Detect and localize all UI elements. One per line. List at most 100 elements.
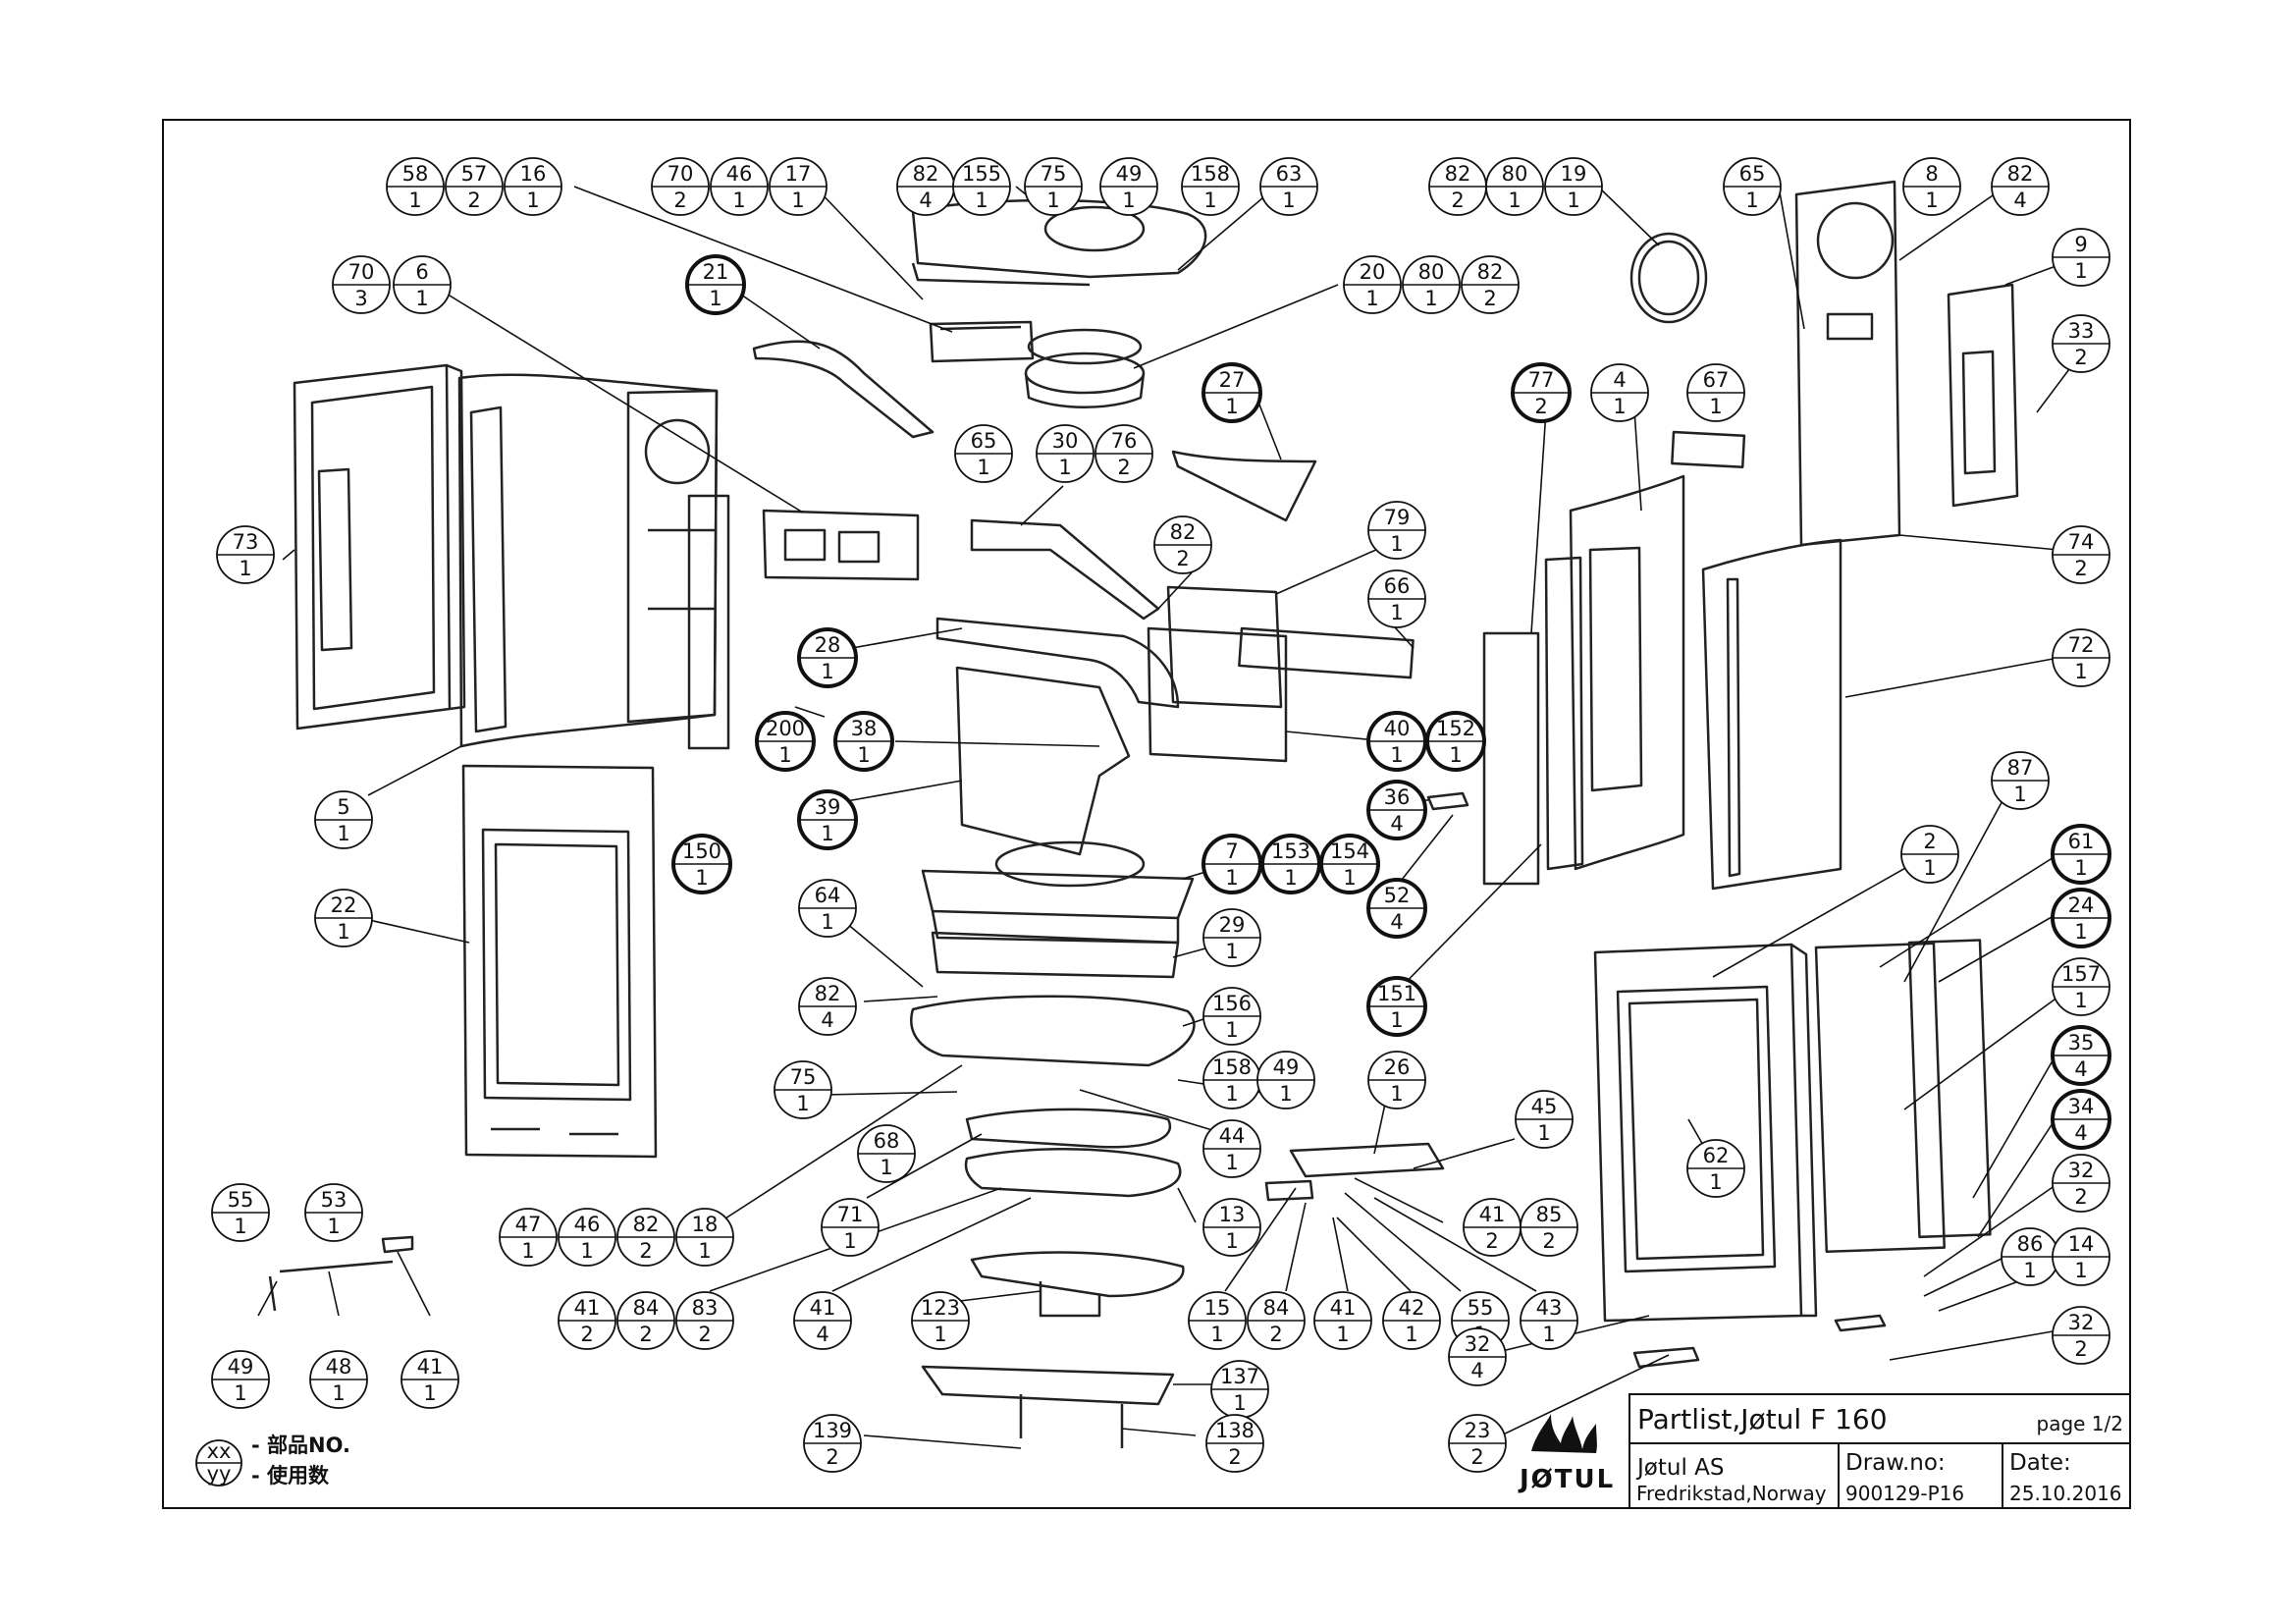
balloon-quantity: 2 <box>639 1239 652 1263</box>
part-plate-27 <box>1171 450 1317 522</box>
balloon-quantity: 1 <box>2074 920 2087 944</box>
part-balloon-41: 414 <box>793 1291 852 1350</box>
balloon-quantity: 1 <box>337 822 349 845</box>
balloon-quantity: 1 <box>1284 866 1297 890</box>
balloon-part-number: 71 <box>837 1203 864 1226</box>
legend-bottom-symbol: yy <box>207 1462 232 1486</box>
balloon-quantity: 1 <box>821 910 833 934</box>
date-label: Date: <box>2009 1450 2071 1476</box>
balloon-quantity: 1 <box>1225 395 1238 418</box>
balloon-part-number: 13 <box>1219 1203 1246 1226</box>
part-balloon-76: 762 <box>1095 424 1153 483</box>
date-value: 25.10.2016 <box>2009 1482 2122 1505</box>
balloon-part-number: 83 <box>692 1296 719 1320</box>
balloon-part-number: 40 <box>1384 717 1411 740</box>
balloon-quantity: 1 <box>1537 1121 1550 1145</box>
balloon-quantity: 1 <box>1390 743 1403 767</box>
part-balloon-23: 232 <box>1448 1414 1507 1473</box>
balloon-part-number: 46 <box>574 1213 601 1236</box>
balloon-quantity: 1 <box>695 866 708 890</box>
balloon-part-number: 49 <box>1273 1055 1300 1079</box>
balloon-part-number: 20 <box>1360 260 1386 284</box>
part-balloon-29: 291 <box>1202 908 1261 967</box>
balloon-quantity: 2 <box>639 1323 652 1346</box>
part-balloon-20: 201 <box>1343 255 1402 314</box>
balloon-quantity: 4 <box>2074 1121 2087 1145</box>
balloon-quantity: 1 <box>1365 287 1378 310</box>
part-balloon-72: 721 <box>2052 628 2110 687</box>
balloon-quantity: 1 <box>1122 189 1135 212</box>
balloon-quantity: 2 <box>580 1323 593 1346</box>
drawing-title: Partlist,Jøtul F 160 <box>1637 1403 1888 1435</box>
balloon-quantity: 1 <box>1613 395 1626 418</box>
company-address: Fredrikstad,Norway <box>1636 1482 1827 1505</box>
balloon-quantity: 1 <box>857 743 870 767</box>
part-balloon-49: 491 <box>211 1350 270 1409</box>
balloon-part-number: 9 <box>2074 233 2087 256</box>
balloon-quantity: 1 <box>521 1239 534 1263</box>
balloon-quantity: 2 <box>1176 547 1189 570</box>
balloon-part-number: 63 <box>1276 162 1303 186</box>
part-balloon-28: 281 <box>797 627 858 688</box>
balloon-part-number: 61 <box>2068 830 2095 853</box>
part-balloon-62: 621 <box>1686 1139 1745 1198</box>
part-ash-pan <box>921 869 1195 945</box>
balloon-quantity: 1 <box>526 189 539 212</box>
balloon-part-number: 53 <box>321 1188 347 1212</box>
part-plate-137 <box>921 1365 1175 1406</box>
balloon-part-number: 82 <box>913 162 939 186</box>
part-balloon-70: 702 <box>651 157 710 216</box>
balloon-part-number: 14 <box>2068 1232 2095 1256</box>
balloon-quantity: 1 <box>1058 456 1071 479</box>
part-balloon-64: 641 <box>798 879 857 938</box>
balloon-part-number: 65 <box>971 429 997 453</box>
part-plate-66 <box>1238 626 1415 679</box>
balloon-quantity: 1 <box>1210 1323 1223 1346</box>
part-balloon-4: 41 <box>1590 363 1649 422</box>
part-balloon-79: 791 <box>1367 501 1426 560</box>
part-bracket-36 <box>1426 791 1469 811</box>
balloon-part-number: 32 <box>2068 1311 2095 1334</box>
balloon-quantity: 1 <box>791 189 804 212</box>
balloon-part-number: 137 <box>1220 1365 1259 1388</box>
balloon-part-number: 80 <box>1502 162 1528 186</box>
balloon-part-number: 86 <box>2017 1232 2044 1256</box>
balloon-quantity: 1 <box>732 189 745 212</box>
balloon-quantity: 1 <box>234 1215 246 1238</box>
part-plate-21 <box>752 340 934 439</box>
balloon-part-number: 57 <box>461 162 488 186</box>
part-balloon-5: 51 <box>314 790 373 849</box>
part-hinge-15 <box>1264 1179 1314 1202</box>
balloon-quantity: 1 <box>1390 1008 1403 1032</box>
balloon-quantity: 1 <box>1336 1323 1349 1346</box>
part-balloon-82: 822 <box>1461 255 1520 314</box>
balloon-part-number: 87 <box>2007 756 2034 780</box>
balloon-part-number: 66 <box>1384 574 1411 598</box>
part-balloon-61: 611 <box>2051 824 2111 885</box>
part-plate-29 <box>931 931 1180 979</box>
balloon-quantity: 4 <box>821 1008 833 1032</box>
balloon-part-number: 38 <box>851 717 878 740</box>
part-balloon-38: 381 <box>833 711 894 772</box>
legend-part-no-label: - 部品NO. <box>251 1434 350 1457</box>
balloon-quantity: 4 <box>2013 189 2026 212</box>
balloon-part-number: 8 <box>1925 162 1938 186</box>
drawing-number-label: Draw.no: <box>1845 1450 1946 1476</box>
balloon-quantity: 2 <box>673 189 686 212</box>
balloon-part-number: 4 <box>1613 368 1626 392</box>
balloon-part-number: 47 <box>515 1213 542 1236</box>
balloon-part-number: 5 <box>337 795 349 819</box>
balloon-part-number: 157 <box>2061 962 2101 986</box>
balloon-quantity: 1 <box>1225 940 1238 963</box>
balloon-part-number: 64 <box>815 884 841 907</box>
balloon-part-number: 76 <box>1111 429 1138 453</box>
balloon-part-number: 82 <box>633 1213 660 1236</box>
balloon-part-number: 79 <box>1384 506 1411 529</box>
balloon-quantity: 1 <box>2074 259 2087 283</box>
part-balloon-82: 822 <box>1153 515 1212 574</box>
part-balloon-41: 412 <box>558 1291 616 1350</box>
